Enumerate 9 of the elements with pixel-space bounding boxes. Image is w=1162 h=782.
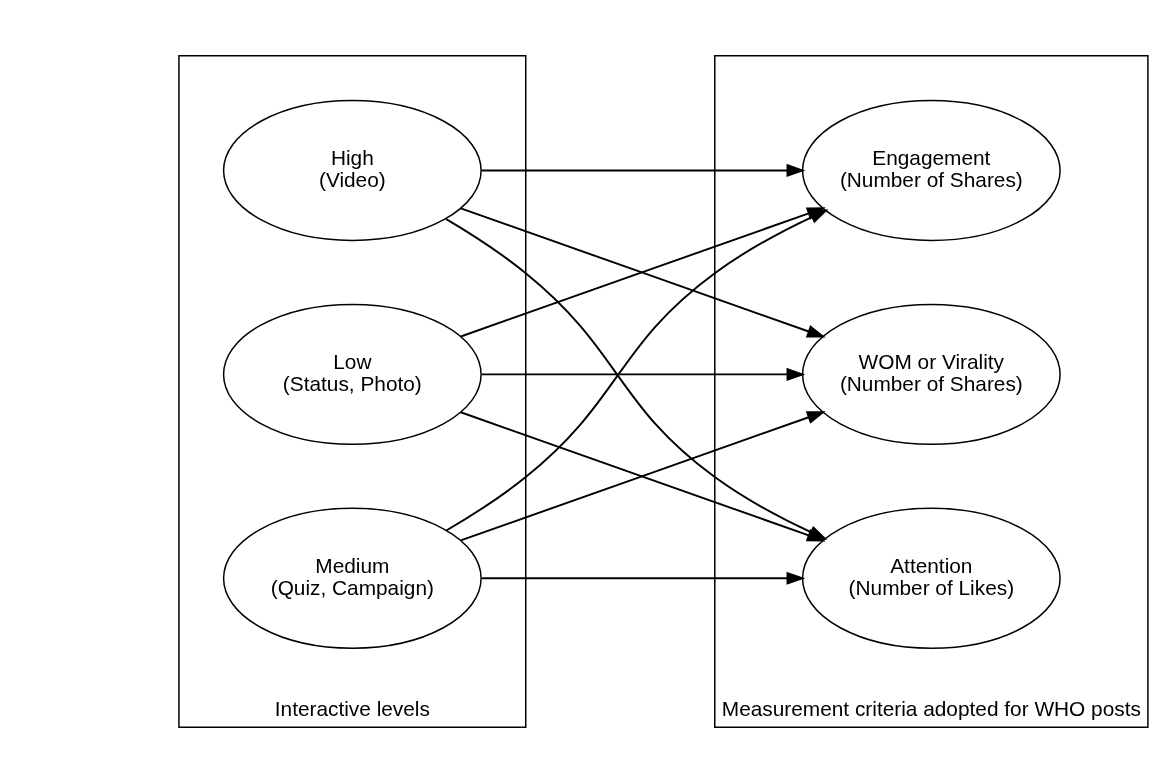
- node-ellipse: Low (Status, Photo): [222, 303, 482, 445]
- node-ellipse: WOM or Virality (Number of Shares): [801, 303, 1061, 445]
- node-ellipse: High (Video): [222, 99, 482, 241]
- node-ellipse: Engagement (Number of Shares): [801, 99, 1061, 241]
- node-ellipse: Attention (Number of Likes): [801, 507, 1061, 649]
- node-ellipse: Medium (Quiz, Campaign): [222, 507, 482, 649]
- arrow: [480, 367, 806, 381]
- arrow: [480, 571, 806, 585]
- arrow: [480, 163, 806, 177]
